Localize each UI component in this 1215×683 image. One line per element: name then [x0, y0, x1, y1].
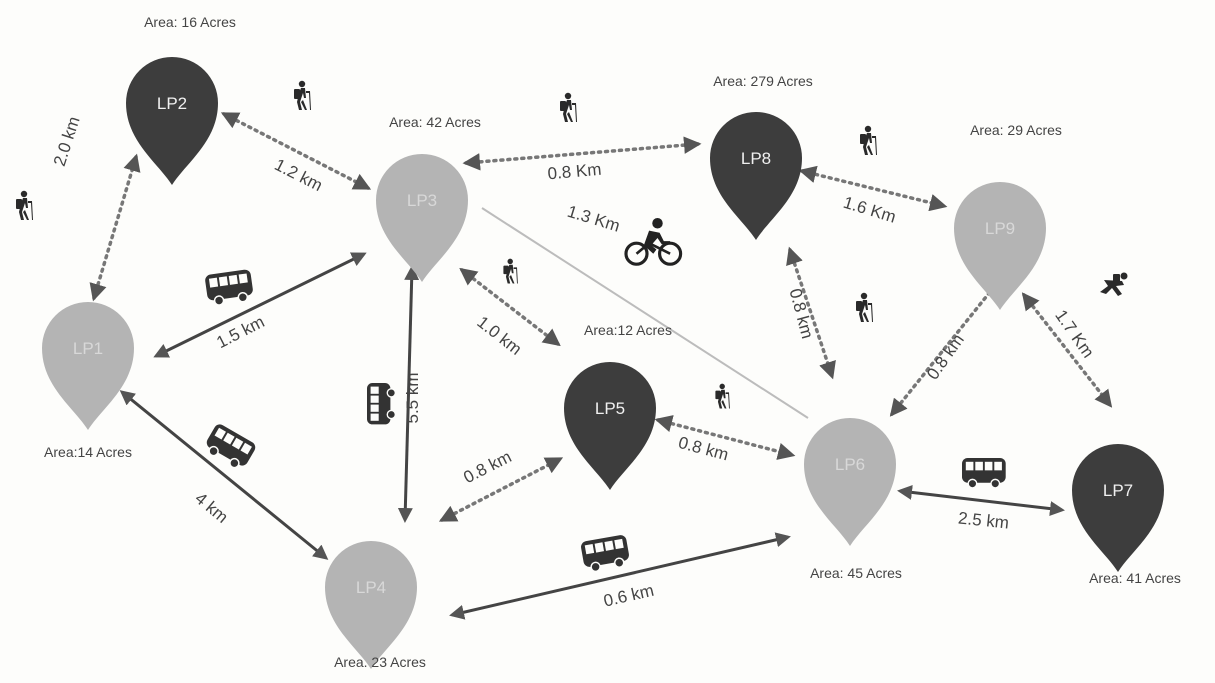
route-distance-label: 4 km	[191, 489, 231, 527]
bus-icon	[366, 382, 397, 426]
location-pin-lp1[interactable]	[42, 302, 134, 430]
route-distance-label: 1.0 km	[473, 312, 525, 358]
cyclist-icon	[624, 216, 683, 266]
runner-icon	[1100, 272, 1128, 296]
route-lp6-lp7-bus	[897, 484, 1065, 517]
pin-label: LP6	[835, 455, 865, 474]
route-lp4-lp6-bus	[449, 532, 791, 620]
pin-label: LP2	[157, 94, 187, 113]
area-label: Area:12 Acres	[584, 322, 672, 338]
location-pin-lp4[interactable]	[325, 541, 417, 669]
route-lp9-lp7-walk	[1021, 292, 1113, 408]
route-distance-label: 0.8 km	[786, 286, 818, 340]
route-distance-label: 2.0 km	[50, 114, 84, 168]
area-label: Area:14 Acres	[44, 444, 132, 460]
route-distance-label: 0.8 Km	[547, 160, 602, 184]
route-distance-label: 5.5 km	[403, 372, 422, 423]
route-lp3-lp6-bike	[481, 207, 809, 419]
hiker-icon	[560, 92, 577, 122]
route-lp1-lp3-bus	[153, 252, 367, 358]
pin-label: LP5	[595, 399, 625, 418]
route-lp3-lp5-walk	[459, 267, 561, 347]
route-distance-label: 1.6 Km	[841, 193, 898, 227]
route-distance-label: 1.5 km	[213, 312, 267, 352]
pin-label: LP9	[985, 219, 1015, 238]
route-distance-label: 0.8 km	[923, 330, 968, 383]
pin-label: LP4	[356, 578, 386, 597]
area-label: Area. 23 Acres	[334, 654, 426, 670]
route-lp6-lp9-walk	[889, 279, 1001, 417]
location-pin-lp8[interactable]	[710, 111, 803, 241]
location-pin-lp5[interactable]	[564, 362, 656, 490]
area-label: Area: 42 Acres	[389, 114, 481, 130]
route-distance-label: 0.6 km	[602, 581, 656, 611]
hiker-icon	[294, 80, 311, 110]
hiker-icon	[860, 125, 877, 155]
area-label: Area: 29 Acres	[970, 122, 1062, 138]
route-distance-label: 0.8 km	[460, 447, 514, 487]
route-lp8-lp6-walk	[786, 246, 836, 380]
area-label: Area: 16 Acres	[144, 14, 236, 30]
hiker-icon	[16, 190, 33, 220]
location-pin-lp6[interactable]	[804, 418, 896, 546]
pin-label: LP7	[1103, 481, 1133, 500]
location-pin-lp2[interactable]	[126, 57, 218, 185]
area-label: Area: 279 Acres	[713, 73, 813, 89]
hiker-icon	[715, 383, 730, 409]
route-lp3-lp8-walk	[462, 136, 702, 171]
route-lp4-lp5-walk	[438, 457, 564, 522]
route-lp1-lp4-bus	[119, 390, 329, 560]
pin-label: LP8	[741, 149, 771, 168]
pin-label: LP1	[73, 339, 103, 358]
pin-label: LP3	[407, 191, 437, 210]
route-lp8-lp9-walk	[798, 165, 948, 212]
route-lp5-lp6-walk	[654, 415, 796, 460]
bus-icon	[203, 268, 256, 308]
location-pin-lp7[interactable]	[1072, 444, 1164, 572]
hiker-icon	[856, 292, 873, 322]
location-pin-lp9[interactable]	[954, 182, 1046, 310]
area-label: Area: 41 Acres	[1089, 570, 1181, 586]
route-distance-label: 2.5 km	[957, 508, 1010, 532]
bus-icon	[579, 533, 632, 574]
bus-icon	[961, 457, 1007, 489]
route-distance-label: 0.8 km	[676, 433, 730, 465]
location-pin-lp3[interactable]	[376, 154, 468, 282]
route-lp3-lp4-bus	[397, 265, 420, 523]
route-lp1-lp2-walk	[89, 153, 141, 302]
route-lp2-lp3-walk	[220, 112, 372, 190]
hiker-icon	[503, 258, 518, 284]
route-distance-label: 1.7 Km	[1051, 306, 1097, 361]
area-label: Area: 45 Acres	[810, 565, 902, 581]
route-distance-label: 1.3 Km	[565, 202, 622, 236]
